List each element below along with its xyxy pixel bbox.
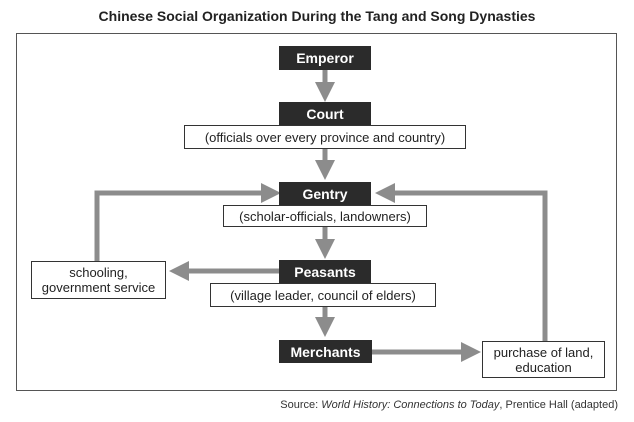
court-description: (officials over every province and count… — [184, 125, 466, 149]
schooling-box: schooling, government service — [31, 261, 166, 299]
source-citation: Source: World History: Connections to To… — [280, 399, 618, 411]
schooling-line-2: government service — [41, 280, 156, 295]
source-work: World History: Connections to Today — [321, 399, 500, 411]
peasants-description: (village leader, council of elders) — [210, 283, 436, 307]
gentry-box: Gentry — [279, 182, 371, 205]
arrow-purchase-to-gentry — [375, 183, 548, 341]
arrow-schooling-to-gentry — [94, 183, 281, 261]
court-box: Court — [279, 102, 371, 125]
gentry-description: (scholar-officials, landowners) — [223, 205, 427, 227]
purchase-box: purchase of land, education — [482, 341, 605, 378]
purchase-line-1: purchase of land, — [493, 344, 594, 360]
emperor-box: Emperor — [279, 46, 371, 70]
peasants-box: Peasants — [279, 260, 371, 283]
merchants-box: Merchants — [279, 340, 372, 363]
diagram-frame — [16, 33, 617, 391]
source-suffix: , Prentice Hall (adapted) — [499, 399, 618, 411]
source-prefix: Source: — [280, 399, 322, 411]
schooling-line-1: schooling, — [69, 265, 128, 280]
diagram-title: Chinese Social Organization During the T… — [98, 8, 536, 24]
purchase-line-2: education — [515, 359, 572, 375]
